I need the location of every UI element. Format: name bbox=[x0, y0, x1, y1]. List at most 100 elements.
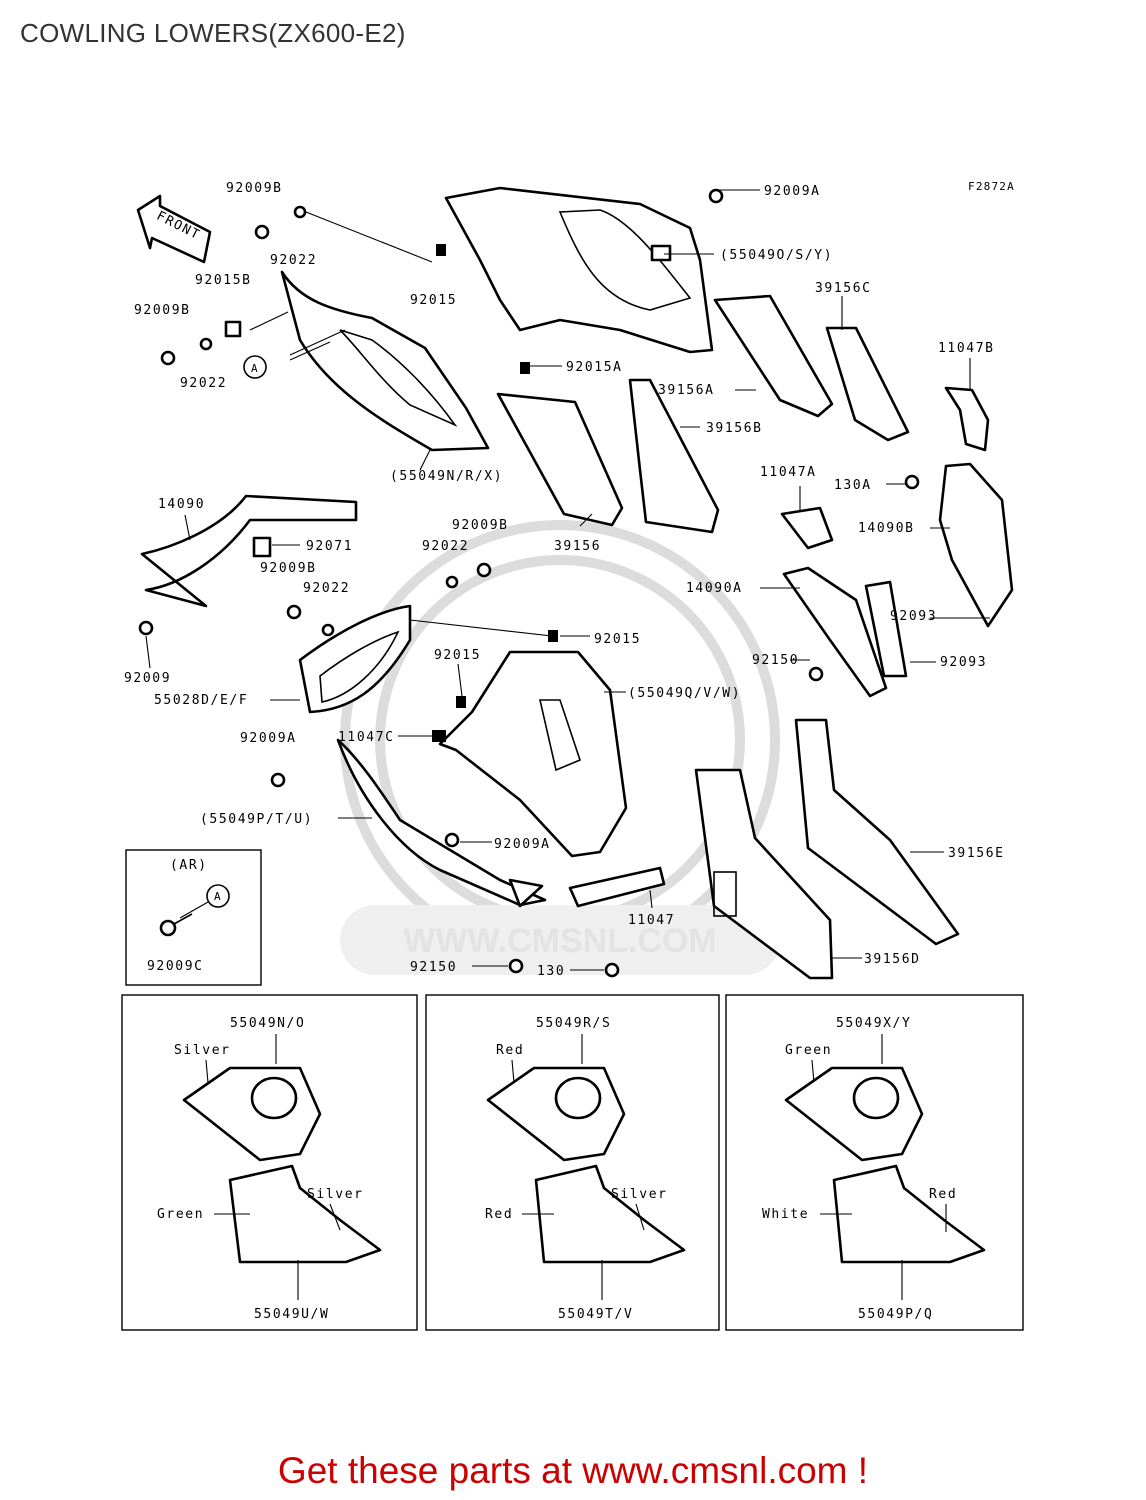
ar-box-title: (AR) bbox=[170, 858, 208, 873]
variant-lower-right-color: Red bbox=[929, 1187, 957, 1202]
callout-a: A bbox=[251, 362, 259, 375]
label-39156B: 39156B bbox=[706, 421, 763, 436]
washer-icon bbox=[445, 575, 459, 589]
label-55049P-T-U: (55049P/T/U) bbox=[200, 812, 313, 827]
washer-icon bbox=[293, 205, 307, 219]
clip-icon bbox=[432, 730, 446, 742]
bracket-11047 bbox=[568, 866, 666, 908]
label-92009A: 92009A bbox=[494, 837, 551, 852]
bolt-icon bbox=[708, 188, 724, 204]
variant-panel: 55049X/Y Green White Red 55049P/Q bbox=[725, 994, 1024, 1331]
part-labels: F2872A 92009B 92022 92015B 92015 92009A … bbox=[124, 180, 1015, 979]
label-55049Q-V-W: (55049Q/V/W) bbox=[628, 686, 741, 701]
pad-39156E bbox=[794, 718, 960, 946]
label-92071: 92071 bbox=[306, 539, 353, 554]
bolt-icon bbox=[444, 832, 460, 848]
watermark-text: WWW.CMSNL.COM bbox=[403, 922, 717, 960]
ar-part-number: 92009C bbox=[147, 959, 204, 974]
variant-lower-right-color: Silver bbox=[307, 1187, 364, 1202]
label-39156D: 39156D bbox=[864, 952, 921, 967]
middle-fairing bbox=[298, 604, 412, 714]
variant-upper-color: Red bbox=[496, 1043, 524, 1058]
watermark-logo: WWW.CMSNL.COM bbox=[340, 520, 780, 975]
label-92009B: 92009B bbox=[260, 561, 317, 576]
label-92009B: 92009B bbox=[134, 303, 191, 318]
label-55028D-E-F: 55028D/E/F bbox=[154, 693, 248, 708]
label-92093: 92093 bbox=[890, 609, 937, 624]
label-92093: 92093 bbox=[940, 655, 987, 670]
label-130: 130 bbox=[537, 964, 565, 979]
variant-lower-left-color: White bbox=[762, 1207, 809, 1222]
clip-icon bbox=[436, 244, 446, 256]
label-92022: 92022 bbox=[303, 581, 350, 596]
bolt-icon bbox=[808, 666, 824, 682]
label-92022: 92022 bbox=[180, 376, 227, 391]
pad-39156A bbox=[713, 294, 834, 418]
clip-icon bbox=[456, 696, 466, 708]
exploded-parts-diagram: WWW.CMSNL.COM FRONT bbox=[121, 180, 1024, 1331]
variant-upper-color: Silver bbox=[174, 1043, 231, 1058]
label-11047A: 11047A bbox=[760, 465, 817, 480]
variant-upper-color: Green bbox=[785, 1043, 832, 1058]
variant-lower-part: 55049P/Q bbox=[858, 1307, 933, 1322]
label-92009: 92009 bbox=[124, 671, 171, 686]
label-39156C: 39156C bbox=[815, 281, 872, 296]
label-92009A: 92009A bbox=[240, 731, 297, 746]
footer-promo-link[interactable]: Get these parts at www.cmsnl.com ! bbox=[277, 1450, 869, 1491]
grommet-icon bbox=[252, 536, 272, 558]
bolt-icon bbox=[160, 350, 176, 366]
label-92009B: 92009B bbox=[226, 181, 283, 196]
lower-cowling-right bbox=[438, 650, 628, 858]
pad-39156 bbox=[496, 392, 624, 527]
pad-39156B bbox=[628, 378, 720, 534]
label-92015B: 92015B bbox=[195, 273, 252, 288]
label-130A: 130A bbox=[834, 478, 872, 493]
collar-icon bbox=[224, 320, 242, 338]
upper-left-cowling bbox=[243, 270, 490, 452]
variant-lower-left-color: Red bbox=[485, 1207, 513, 1222]
ar-callout-letter: A bbox=[214, 890, 222, 903]
washer-icon bbox=[199, 337, 213, 351]
clip-icon bbox=[520, 362, 530, 374]
label-39156: 39156 bbox=[554, 539, 601, 554]
label-55049N-R-X: (55049N/R/X) bbox=[390, 469, 503, 484]
variant-lower-left-color: Green bbox=[157, 1207, 204, 1222]
ref-code: F2872A bbox=[968, 180, 1015, 193]
page-title: COWLING LOWERS(ZX600-E2) bbox=[20, 18, 406, 48]
label-92022: 92022 bbox=[422, 539, 469, 554]
variant-lower-part: 55049T/V bbox=[558, 1307, 633, 1322]
leader-lines bbox=[145, 189, 990, 971]
cover-14090 bbox=[140, 494, 358, 608]
variant-lower-part: 55049U/W bbox=[254, 1307, 329, 1322]
bolt-icon bbox=[270, 772, 286, 788]
bracket-14090A bbox=[782, 566, 888, 698]
label-92009A: 92009A bbox=[764, 184, 821, 199]
fastener-bolts bbox=[138, 188, 920, 978]
bolt-icon bbox=[138, 620, 154, 636]
ar-detail-box: (AR) A 92009C bbox=[125, 849, 262, 986]
callout-a-letter: A bbox=[251, 362, 259, 375]
washer-icon bbox=[321, 623, 335, 637]
label-11047B: 11047B bbox=[938, 341, 995, 356]
variant-upper-part: 55049R/S bbox=[536, 1016, 611, 1031]
label-39156E: 39156E bbox=[948, 846, 1005, 861]
variant-panel: 55049N/O Silver Green Silver 55049U/W bbox=[121, 994, 418, 1331]
bolt-icon bbox=[254, 224, 270, 240]
label-92022: 92022 bbox=[270, 253, 317, 268]
label-92150: 92150 bbox=[410, 960, 457, 975]
pad-39156C bbox=[825, 326, 910, 442]
label-92009B: 92009B bbox=[452, 518, 509, 533]
front-arrow-icon: FRONT bbox=[136, 194, 212, 264]
variant-upper-part: 55049X/Y bbox=[836, 1016, 911, 1031]
label-11047C: 11047C bbox=[338, 730, 395, 745]
variant-upper-part: 55049N/O bbox=[230, 1016, 305, 1031]
label-55049O-S-Y: (55049O/S/Y) bbox=[720, 248, 833, 263]
label-92015: 92015 bbox=[594, 632, 641, 647]
clip-icon bbox=[548, 630, 558, 642]
label-14090A: 14090A bbox=[686, 581, 743, 596]
label-92150: 92150 bbox=[752, 653, 799, 668]
label-92015A: 92015A bbox=[566, 360, 623, 375]
variant-lower-right-color: Silver bbox=[611, 1187, 668, 1202]
bolt-icon bbox=[508, 958, 524, 974]
